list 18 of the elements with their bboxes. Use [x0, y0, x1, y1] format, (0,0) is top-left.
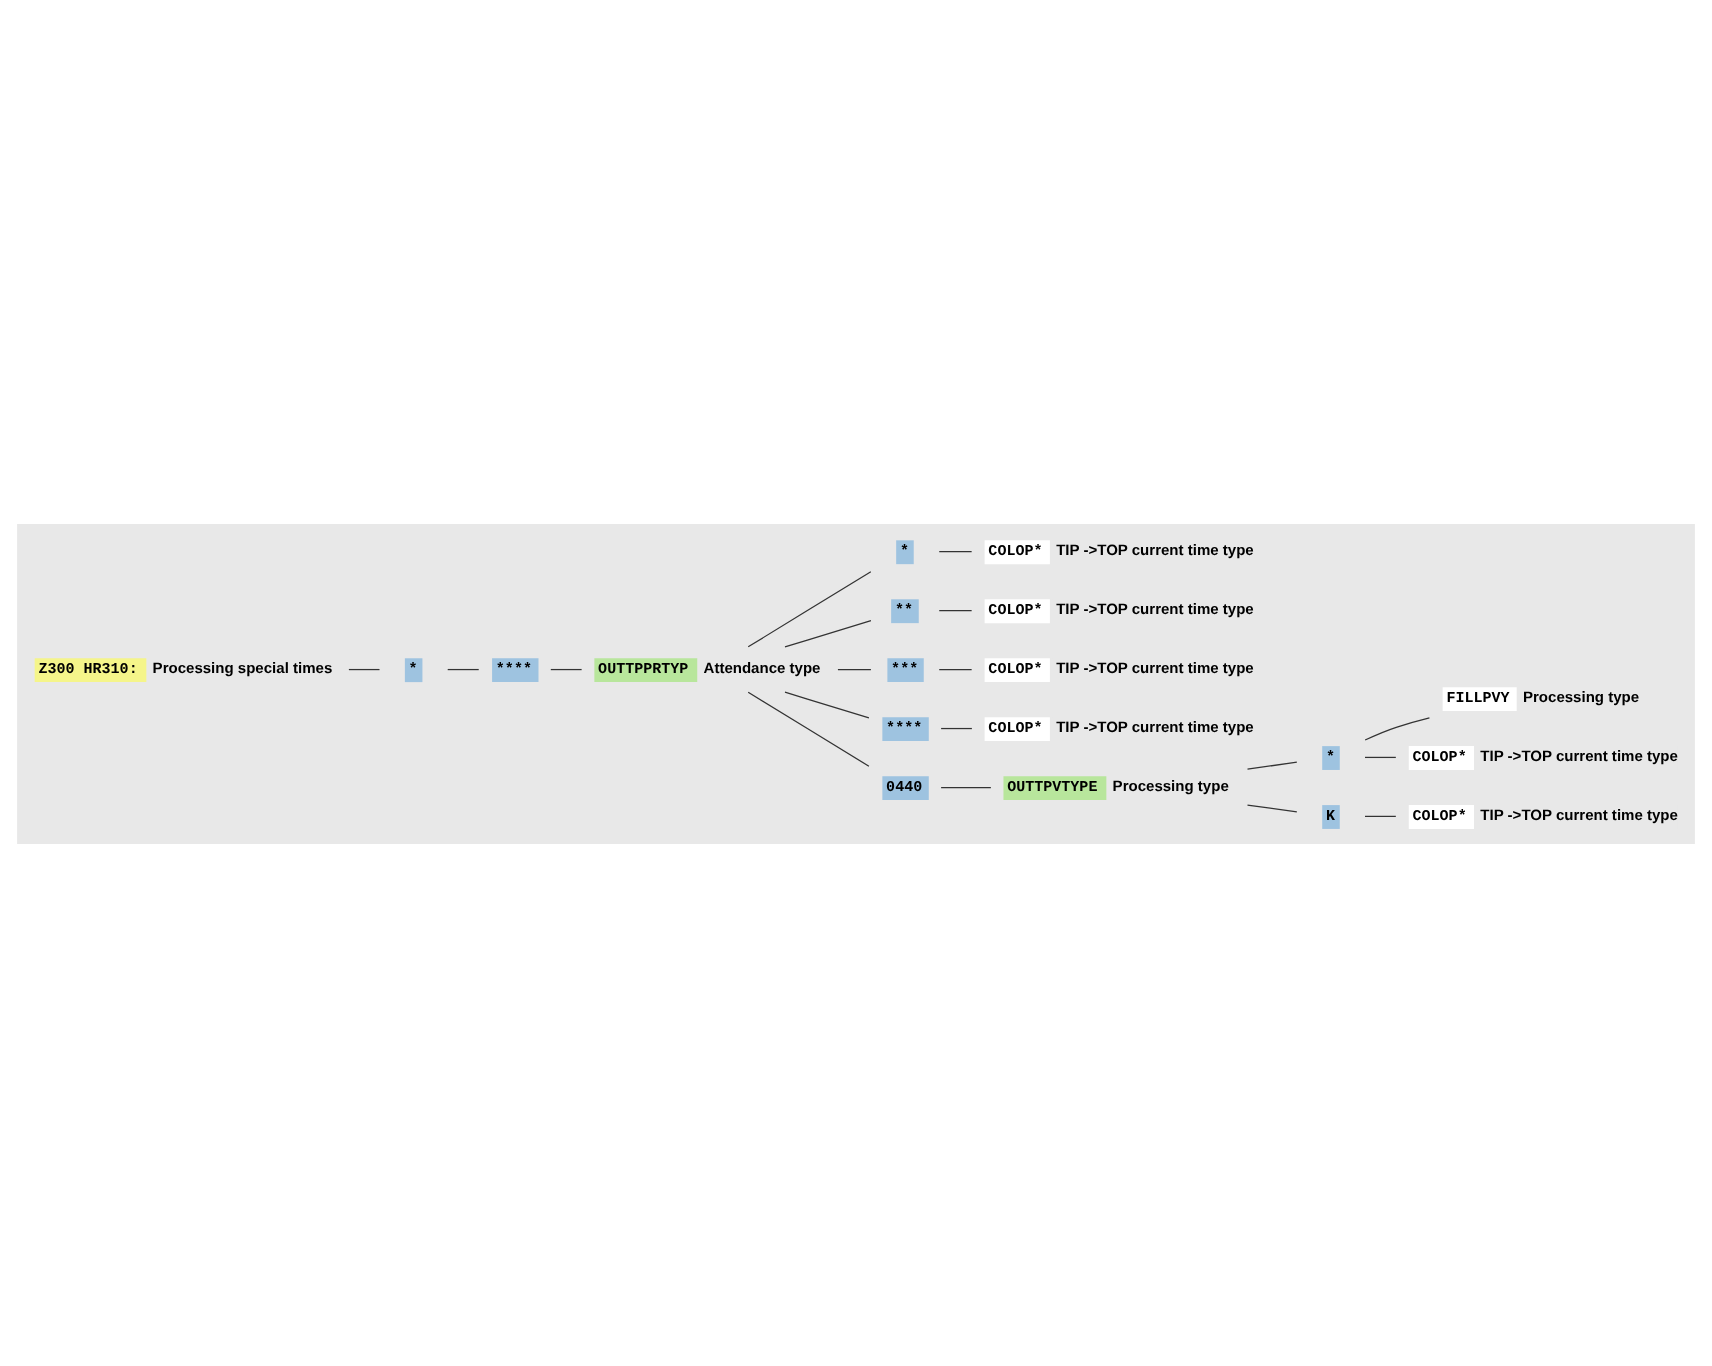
connector: [747, 570, 872, 647]
connector: [550, 667, 583, 670]
connector: [940, 785, 992, 788]
connector: [1246, 760, 1298, 769]
connector: [447, 667, 480, 670]
connector: [1364, 755, 1397, 758]
connector: [1364, 814, 1397, 816]
connector: [784, 619, 872, 647]
connector: [837, 667, 872, 670]
connector: [938, 608, 973, 611]
connector: [747, 690, 870, 766]
connector: [940, 726, 973, 729]
connector: [1246, 803, 1298, 812]
connector: [1364, 716, 1431, 740]
connector: [938, 550, 973, 552]
connector: [938, 667, 973, 670]
connector: [784, 690, 870, 718]
connector: [348, 667, 381, 670]
